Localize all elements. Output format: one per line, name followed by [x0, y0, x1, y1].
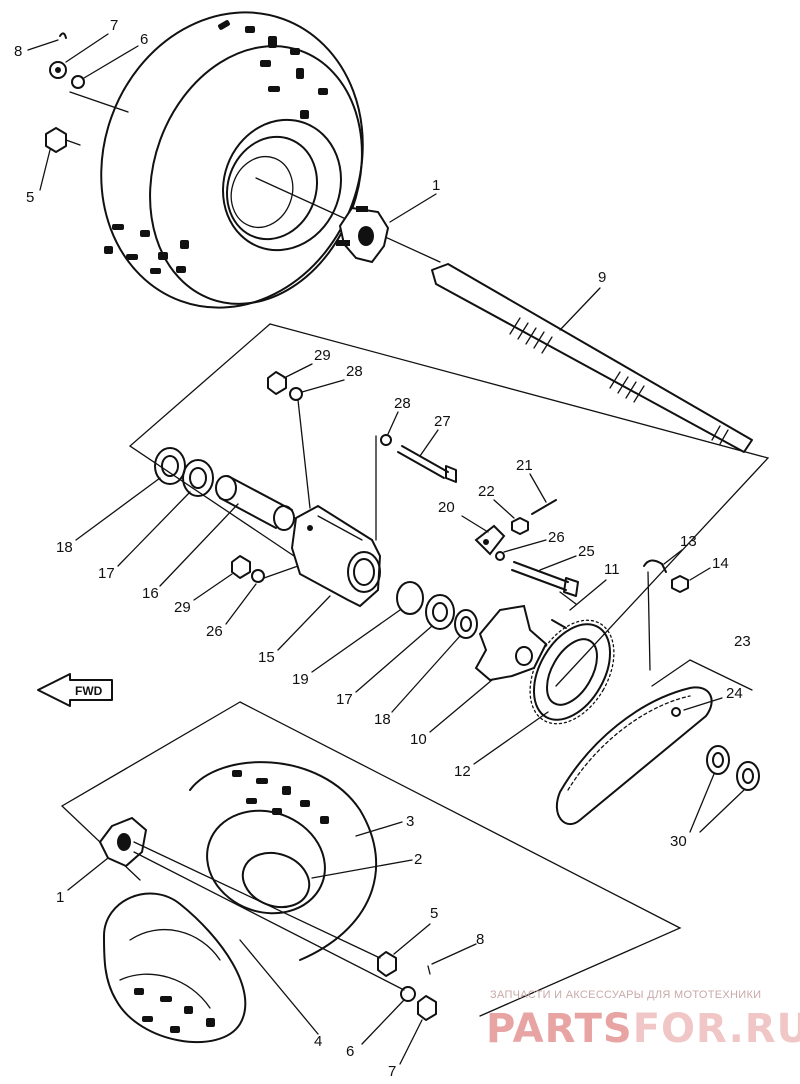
label-9: 9 — [598, 269, 606, 286]
watermark-brand-pink: FOR.RU — [633, 1006, 800, 1052]
label-27: 27 — [434, 413, 451, 430]
rear-wheel-right — [103, 761, 377, 1044]
bolt-11 — [551, 591, 577, 629]
label-30: 30 — [670, 833, 687, 850]
label-10: 10 — [410, 731, 427, 748]
housing-nut-upper — [267, 371, 311, 509]
label-8-lower: 8 — [476, 931, 484, 948]
label-4: 4 — [314, 1033, 322, 1050]
bolt-25 — [511, 561, 579, 597]
label-7-upper: 7 — [110, 17, 118, 34]
label-14: 14 — [712, 555, 729, 572]
label-16: 16 — [142, 585, 159, 602]
label-20: 20 — [438, 499, 455, 516]
label-1-upper: 1 — [432, 177, 440, 194]
label-1-lower: 1 — [56, 889, 64, 906]
watermark-tagline: ЗАПЧАСТИ И АКСЕССУАРЫ ДЛЯ МОТОТЕХНИКИ — [490, 989, 761, 1001]
label-6-upper: 6 — [140, 31, 148, 48]
label-24: 24 — [726, 685, 743, 702]
label-19: 19 — [292, 671, 309, 688]
label-29-upper: 29 — [314, 347, 331, 364]
label-11: 11 — [604, 561, 620, 578]
label-7-lower: 7 — [388, 1063, 396, 1080]
bolt-27 — [375, 434, 457, 541]
chain-hook — [643, 559, 689, 671]
label-15: 15 — [258, 649, 275, 666]
rear-axle — [431, 263, 753, 453]
label-13: 13 — [680, 533, 697, 550]
label-17-left: 17 — [98, 565, 115, 582]
label-28-mid: 28 — [394, 395, 411, 412]
part-labels: 1 5 6 7 8 9 29 28 28 27 21 22 20 26 25 1… — [14, 17, 751, 1080]
lower-hardware — [377, 951, 437, 1021]
bracket-20 — [474, 499, 557, 561]
label-23: 23 — [734, 633, 751, 650]
label-17-right: 17 — [336, 691, 353, 708]
label-25: 25 — [578, 543, 595, 560]
label-28-upper: 28 — [346, 363, 363, 380]
label-5-upper: 5 — [26, 189, 34, 206]
label-18-left: 18 — [56, 539, 73, 556]
watermark-brand-red: PARTS — [486, 1006, 633, 1052]
drive-chain — [555, 659, 753, 826]
label-26-lower: 26 — [206, 623, 223, 640]
bearings-left — [154, 447, 214, 497]
fwd-label: FWD — [75, 684, 103, 698]
axle-housing — [290, 504, 382, 608]
label-22: 22 — [478, 483, 495, 500]
label-2: 2 — [414, 851, 422, 868]
wheel-hub-upper — [336, 206, 390, 264]
upper-hardware — [45, 32, 85, 153]
fwd-arrow: FWD — [37, 673, 113, 707]
label-26-right: 26 — [548, 529, 565, 546]
label-29-lower: 29 — [174, 599, 191, 616]
axle-sleeve — [215, 475, 295, 531]
label-8-upper: 8 — [14, 43, 22, 60]
sprocket-hub — [474, 604, 548, 682]
watermark: ЗАПЧАСТИ И АКСЕССУАРЫ ДЛЯ МОТОТЕХНИКИ PA… — [486, 989, 800, 1052]
bearings-right — [396, 581, 478, 639]
rear-wheel-left — [100, 11, 364, 309]
label-6-lower: 6 — [346, 1043, 354, 1060]
label-5-lower: 5 — [430, 905, 438, 922]
housing-nut-lower — [231, 555, 299, 583]
label-18-right: 18 — [374, 711, 391, 728]
label-3: 3 — [406, 813, 414, 830]
label-21: 21 — [516, 457, 533, 474]
watermark-brand: PARTSFOR.RU — [486, 1006, 800, 1052]
wheel-hub-lower — [98, 816, 148, 868]
sprocket — [529, 619, 615, 725]
chain-rollers — [706, 745, 760, 791]
label-12: 12 — [454, 763, 471, 780]
